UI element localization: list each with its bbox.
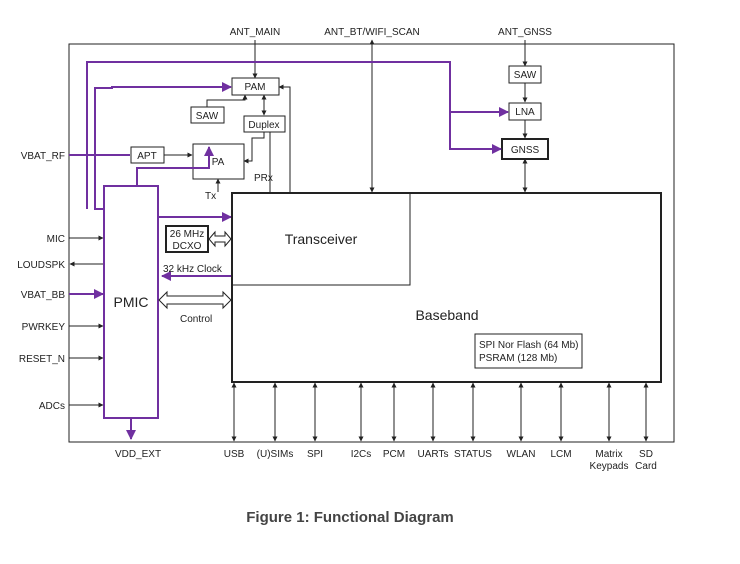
- ant-gnss-label: ANT_GNSS: [498, 27, 552, 38]
- vdd-ext-label: VDD_EXT: [115, 449, 161, 460]
- pmic-label: PMIC: [114, 294, 149, 310]
- interface-pcm: PCM: [383, 449, 405, 460]
- prx-label: PRx: [254, 173, 273, 184]
- pin-mic: MIC: [47, 234, 65, 245]
- control-arrow: [158, 290, 232, 310]
- transceiver-label: Transceiver: [285, 231, 358, 247]
- ant-bt-wifi-label: ANT_BT/WIFI_SCAN: [324, 27, 420, 38]
- keypads-label: Keypads: [590, 461, 629, 472]
- apt-label: APT: [137, 151, 156, 162]
- flash-psram-block: [474, 333, 583, 369]
- tx-label: Tx: [205, 191, 216, 202]
- pmic-block: [103, 185, 159, 419]
- antenna-lines: [252, 39, 528, 193]
- pin-adcs: ADCs: [39, 401, 65, 412]
- psram-label: PSRAM (128 Mb): [479, 353, 557, 364]
- pin-vbat-rf: VBAT_RF: [21, 151, 65, 162]
- pa-label: PA: [212, 157, 225, 168]
- lna-label: LNA: [515, 107, 535, 118]
- dcxo-block: [165, 225, 209, 253]
- pin-reset-n: RESET_N: [19, 354, 65, 365]
- transceiver-block: [232, 192, 411, 286]
- interface-uarts: UARTs: [418, 449, 449, 460]
- flash-label: SPI Nor Flash (64 Mb): [479, 340, 578, 351]
- card-label: Card: [635, 461, 657, 472]
- pin-vbat-bb: VBAT_BB: [21, 290, 66, 301]
- interface-status: STATUS: [454, 449, 492, 460]
- gnss-label: GNSS: [511, 145, 540, 156]
- dcxo-label: DCXO: [173, 241, 202, 252]
- pam-label: PAM: [245, 82, 266, 93]
- duplex-label: Duplex: [248, 120, 279, 131]
- baseband-block: [231, 192, 662, 383]
- figure-caption: Figure 1: Functional Diagram: [246, 509, 454, 526]
- saw-label: SAW: [196, 111, 219, 122]
- clock-label: 32 kHz Clock: [163, 264, 223, 275]
- left-pins: VBAT_RF MIC LOUDSPK VBAT_BB PWRKEY RESET_N ADC…: [17, 151, 104, 412]
- matrix-label: Matrix: [595, 449, 622, 460]
- sd-label: SD: [639, 449, 653, 460]
- baseband-label: Baseband: [415, 307, 478, 323]
- pin-loudspk: LOUDSPK: [17, 260, 65, 271]
- interface-spi: SPI: [307, 449, 323, 460]
- control-label: Control: [180, 314, 212, 325]
- interface-i2cs: I2Cs: [351, 449, 372, 460]
- pin-pwrkey: PWRKEY: [22, 322, 66, 333]
- rf-connections: [164, 83, 528, 193]
- saw-gnss-label: SAW: [514, 70, 537, 81]
- bottom-interfaces: USB (U)SIMs SPI I2Cs PCM UARTs STATUS WLAN LCM: [224, 382, 649, 460]
- interface-lcm: LCM: [550, 449, 571, 460]
- dcxo-arrow: [208, 230, 232, 248]
- ant-main-label: ANT_MAIN: [230, 27, 281, 38]
- interface--u-sims: (U)SIMs: [257, 449, 294, 460]
- interface-wlan: WLAN: [507, 449, 536, 460]
- dcxo-freq-label: 26 MHz: [170, 229, 204, 240]
- interface-usb: USB: [224, 449, 245, 460]
